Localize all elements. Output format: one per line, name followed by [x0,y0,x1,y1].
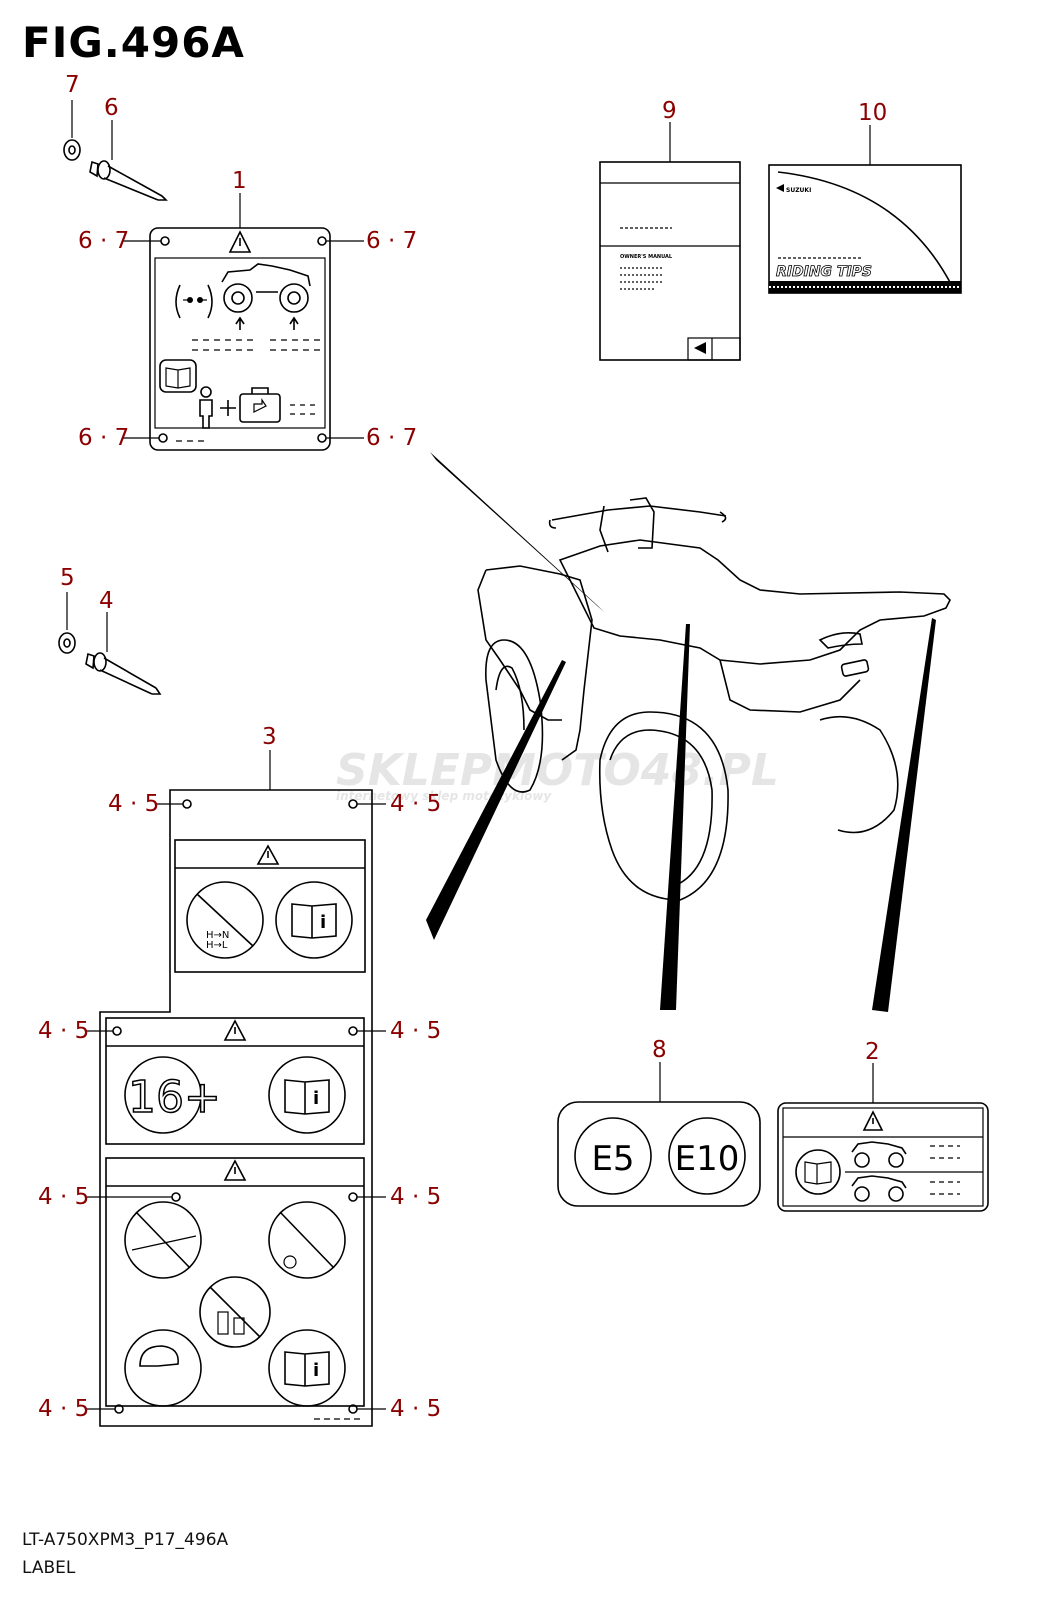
no-paved-roads-icon [124,1201,202,1279]
svg-text:H→N: H→N [206,930,229,941]
callout-2: 2 [865,1039,880,1065]
owners-manual-book-icon: i [268,1056,346,1134]
owners-manual-9: OWNER'S MANUAL 9 [599,98,741,361]
callout-4-5-g: 4 · 5 [38,1396,89,1422]
callout-6-7-d: 6 · 7 [366,425,417,451]
callout-6-7-a: 6 · 7 [78,228,129,254]
riding-tips-10: SUZUKI RIDING TIPS 10 [768,100,962,294]
callout-4-5-f: 4 · 5 [390,1184,441,1210]
callout-1: 1 [232,168,247,194]
age-16-plus-icon: 16+ [124,1056,222,1134]
callout-7: 7 [65,72,80,98]
label-1: 1 [78,168,417,451]
fuel-e10-label: E10 [675,1139,740,1179]
no-passengers-icon [268,1201,346,1279]
riding-tips-brand: SUZUKI [786,187,811,194]
atv-load-icon-bottom [851,1175,960,1202]
suzuki-logo-icon [694,342,706,354]
figure-title: FIG.496A [22,18,245,67]
callout-4-5-c: 4 · 5 [38,1018,89,1044]
warning-triangle-icon [256,844,280,865]
rivet-6-7-group: 7 6 [63,72,168,201]
callout-4-5-d: 4 · 5 [390,1018,441,1044]
label-3: 3 H→N H→L i 16+ i [38,724,441,1427]
label-2: 2 [777,1039,989,1212]
no-alcohol-drugs-icon [199,1276,271,1348]
age-16-plus-text: 16+ [128,1072,221,1123]
label-8: E5 E10 8 [557,1037,761,1207]
rivet-4-head [93,652,107,672]
warning-triangle-icon [228,230,252,253]
watermark-brand: SKLEPMOTO48.PL [336,745,779,796]
fuel-e5-label: E5 [591,1139,634,1179]
first-aid-icon [176,386,318,442]
pointer-label-1 [430,452,604,612]
callout-3: 3 [262,724,277,750]
atv-outline [477,497,951,901]
callout-4: 4 [99,588,114,614]
pointer-label-2 [872,618,936,1012]
owners-manual-book-icon: i [268,1329,346,1407]
callout-4-5-a: 4 · 5 [108,791,159,817]
rivet-4-5-group: 5 4 [58,565,162,695]
section-name: LABEL [22,1558,76,1578]
svg-text:i: i [313,1088,319,1109]
wear-helmet-icon [124,1329,202,1407]
owners-manual-book-icon [159,359,197,393]
atv-icon [192,263,325,351]
callout-6: 6 [104,95,119,121]
riding-tips-title: RIDING TIPS [776,264,872,280]
manual-9-heading: OWNER'S MANUAL [620,254,673,260]
callout-8: 8 [652,1037,667,1063]
callout-5: 5 [60,565,75,591]
callout-6-7-b: 6 · 7 [366,228,417,254]
owners-manual-book-icon: i [275,881,353,959]
callout-6-7-c: 6 · 7 [78,425,129,451]
warning-triangle-icon [862,1110,884,1131]
watermark: SKLEPMOTO48.PL internetowy sklep motocyk… [336,745,779,803]
warning-triangle-icon [223,1019,247,1041]
label-3-middle-panel [105,1017,365,1145]
label-3-bottom-panel [105,1157,365,1407]
callout-4-5-b: 4 · 5 [390,791,441,817]
model-code: LT-A750XPM3_P17_496A [22,1530,229,1550]
suzuki-logo-icon [776,184,784,192]
label-3-top-panel [174,839,366,973]
svg-text:i: i [320,912,326,933]
svg-text:H→L: H→L [206,940,228,951]
warning-triangle-icon [223,1159,247,1181]
svg-text:i: i [313,1360,319,1381]
no-gear-shift-icon: H→N H→L [186,881,264,959]
tire-pressure-icon [175,284,213,319]
owners-manual-book-icon [795,1149,841,1195]
callout-10: 10 [858,100,887,126]
pointer-label-8 [660,624,690,1010]
callout-4-5-e: 4 · 5 [38,1184,89,1210]
pointer-label-3 [426,660,566,940]
atv-load-icon-top [851,1141,960,1168]
callout-4-5-h: 4 · 5 [390,1396,441,1422]
rivet-6-head [97,160,111,180]
washer-5 [58,632,76,654]
callout-9: 9 [662,98,677,124]
washer-7 [63,139,81,161]
